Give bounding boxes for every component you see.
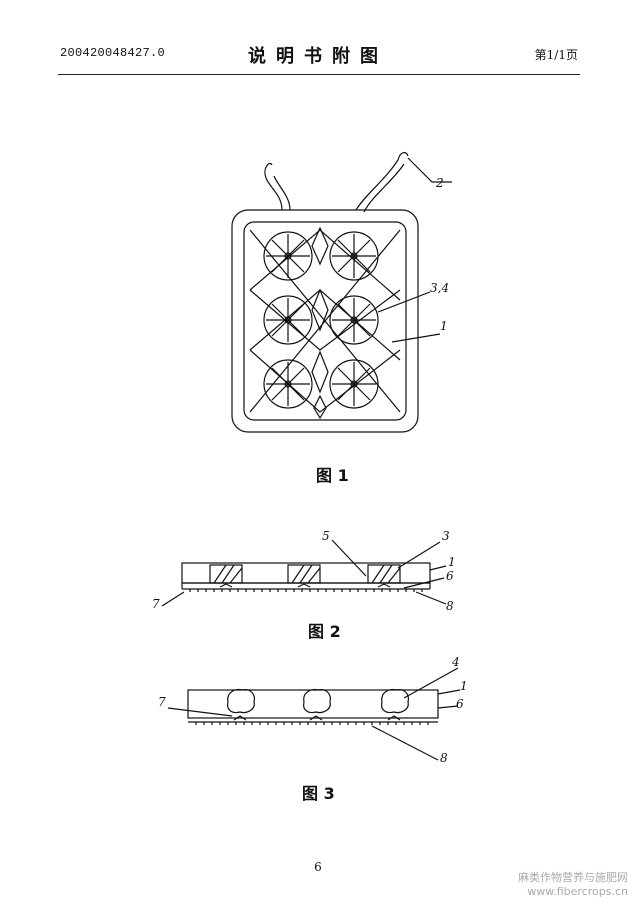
fig2-label-5: 5 <box>322 529 330 543</box>
inner-frame <box>243 221 407 421</box>
fig1-label-1: 1 <box>440 319 448 333</box>
fig3-label-7: 6 <box>456 697 464 711</box>
page-label: 第1/1页 <box>534 48 578 62</box>
header-rule <box>58 74 580 75</box>
figure-2-caption: 图 2 <box>308 622 341 641</box>
figure-1-drawing: 2 3,4 1 <box>231 151 452 433</box>
figure-2-drawing: 5 3 1 6 7 8 <box>152 529 456 613</box>
fig3-label-6: 7 <box>158 695 166 709</box>
fig3-label-8: 8 <box>440 751 448 765</box>
body-layer <box>187 689 439 719</box>
page-number: 6 <box>314 860 322 874</box>
fig2-label-1: 1 <box>448 555 456 569</box>
watermark-line-2: www.fibercrops.cn <box>527 885 628 898</box>
watermark-line-1: 麻类作物营养与施肥网 <box>518 871 628 884</box>
handle-left <box>264 162 283 211</box>
fig2-label-3: 3 <box>442 529 450 543</box>
fig2-label-6: 6 <box>446 569 454 583</box>
figure-1-caption: 图 1 <box>316 466 349 485</box>
fig3-label-1: 1 <box>460 679 468 693</box>
flower-grid <box>263 231 379 409</box>
figure-3-caption: 图 3 <box>302 784 335 803</box>
page-title: 说明书附图 <box>248 46 388 67</box>
fig2-label-8: 8 <box>446 599 454 613</box>
patent-number: 200420048427.0 <box>60 46 166 60</box>
handle-right <box>355 151 409 211</box>
fig2-label-7: 7 <box>152 597 160 611</box>
fig3-label-4: 4 <box>451 655 460 669</box>
outer-frame <box>231 209 419 433</box>
fig1-label-2: 2 <box>435 176 444 190</box>
fig1-label-3-4: 3,4 <box>430 281 449 295</box>
figure-3-drawing: 4 1 6 7 8 <box>158 655 468 765</box>
watermark: 麻类作物营养与施肥网 www.fibercrops.cn <box>518 871 628 899</box>
